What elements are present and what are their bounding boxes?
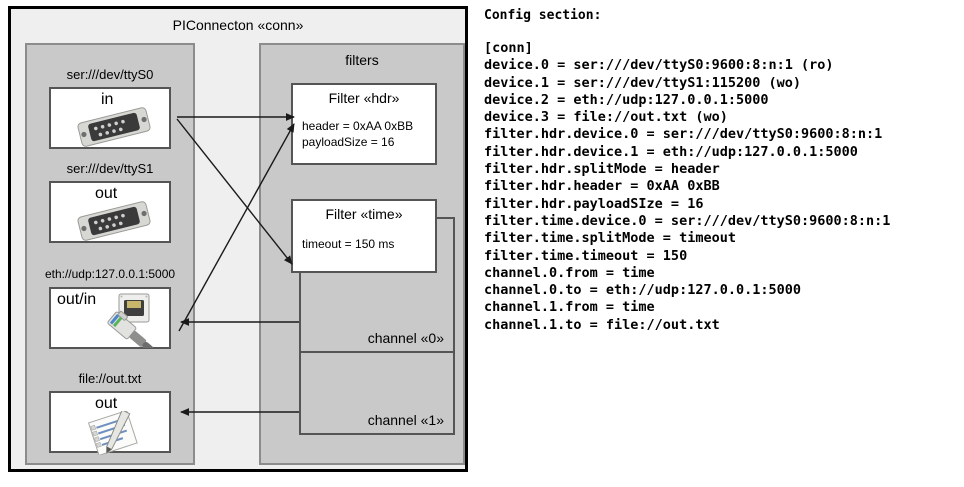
serial-port-icon	[71, 105, 157, 154]
device-io-serial1: out	[95, 185, 118, 202]
device-box-serial1[interactable]: out	[49, 181, 171, 243]
filter-time-title: Filter «time»	[325, 206, 403, 222]
filter-card-hdr[interactable]: Filter «hdr» header = 0xAA 0xBB payloadS…	[291, 83, 437, 165]
device-label-file: file://out.txt	[78, 371, 142, 386]
filters-group: filters Filter «hdr» header = 0xAA 0xBB …	[259, 43, 465, 465]
config-text-block: [conn] device.0 = ser:///dev/ttyS0:9600:…	[484, 40, 891, 333]
channel-box-1[interactable]: channel «1»	[299, 351, 455, 435]
device-box-ethernet[interactable]: out/in	[49, 287, 171, 353]
filter-hdr-prop-payloadsize: payloadSize = 16	[302, 135, 395, 149]
filter-hdr-title: Filter «hdr»	[328, 90, 400, 106]
filter-card-time[interactable]: Filter «time» timeout = 150 ms	[291, 199, 437, 273]
diagram-title: PIConnecton «conn»	[172, 17, 304, 33]
filter-time-prop-timeout: timeout = 150 ms	[302, 237, 395, 251]
text-file-icon	[85, 409, 147, 460]
channel-1-label: channel «1»	[367, 412, 444, 428]
device-label-ethernet: eth://udp:127.0.0.1:5000	[44, 267, 176, 281]
channel-0-label: channel «0»	[367, 330, 444, 346]
device-io-ethernet: out/in	[57, 291, 97, 308]
device-label-serial1: ser:///dev/ttyS1	[66, 161, 154, 176]
config-panel: Config section: [conn] device.0 = ser://…	[482, 0, 964, 484]
config-heading: Config section:	[484, 8, 602, 23]
device-label-serial0: ser:///dev/ttyS0	[66, 67, 154, 82]
ethernet-port-icon	[91, 292, 169, 353]
device-box-file[interactable]: out	[49, 391, 171, 456]
device-io-file: out	[95, 395, 118, 412]
diagram-frame: PIConnecton «conn» ser:///dev/ttyS0 in	[8, 6, 468, 472]
filters-group-title: filters	[345, 52, 379, 68]
filter-hdr-prop-header: header = 0xAA 0xBB	[302, 119, 414, 133]
serial-port-icon	[71, 199, 157, 248]
device-io-serial0: in	[101, 91, 114, 108]
devices-group: ser:///dev/ttyS0 in	[25, 43, 195, 465]
device-box-serial0[interactable]: in	[49, 87, 171, 149]
